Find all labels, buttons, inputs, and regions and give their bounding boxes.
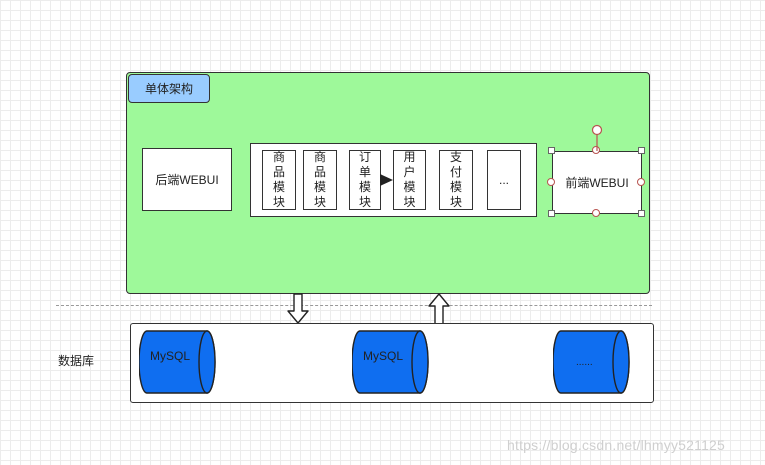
resize-handle-sw[interactable] — [548, 210, 555, 217]
frontend-webui-label: 前端WEBUI — [565, 176, 629, 190]
monolith-title[interactable]: 单体架构 — [128, 74, 210, 103]
database-item-label: MySQL — [363, 349, 404, 363]
connection-point-left[interactable] — [547, 178, 555, 186]
module-product-2[interactable]: 商 品 模 块 — [303, 150, 337, 210]
module-label: ... — [498, 173, 509, 187]
resize-handle-ne[interactable] — [638, 147, 645, 154]
database-cylinder-icon[interactable] — [139, 329, 217, 395]
connection-point-bottom[interactable] — [592, 209, 600, 217]
connection-point-top[interactable] — [592, 146, 600, 154]
module-user[interactable]: 用 户 模 块 — [393, 150, 426, 210]
module-more[interactable]: ... — [487, 150, 521, 210]
database-cylinder-icon[interactable] — [352, 329, 430, 395]
connection-point-right[interactable] — [637, 178, 645, 186]
monolith-title-text: 单体架构 — [144, 82, 193, 96]
arrow-up-icon — [428, 293, 450, 325]
arrow-right-icon — [380, 174, 393, 186]
module-order[interactable]: 订 单 模 块 — [349, 150, 381, 210]
module-label: 商 品 模 块 — [272, 150, 285, 209]
module-label: 商 品 模 块 — [313, 150, 326, 209]
watermark: https://blog.csdn.net/lhmyy521125 — [507, 437, 726, 453]
rotate-handle-icon[interactable] — [588, 124, 606, 152]
backend-webui-box[interactable]: 后端WEBUI — [142, 148, 232, 211]
module-label: 订 单 模 块 — [358, 150, 371, 209]
backend-webui-label: 后端WEBUI — [155, 173, 219, 187]
database-cylinder-icon[interactable] — [553, 329, 631, 395]
separator-line — [56, 305, 652, 306]
module-label: 支 付 模 块 — [449, 150, 462, 209]
module-product-1[interactable]: 商 品 模 块 — [262, 150, 296, 210]
frontend-webui-box[interactable]: 前端WEBUI — [552, 151, 642, 214]
database-label: 数据库 — [58, 354, 95, 368]
resize-handle-nw[interactable] — [548, 147, 555, 154]
database-item-label: MySQL — [150, 349, 191, 363]
module-label: 用 户 模 块 — [403, 150, 416, 209]
resize-handle-se[interactable] — [638, 210, 645, 217]
database-item-label: ...... — [576, 357, 593, 368]
arrow-down-icon — [287, 293, 309, 324]
module-payment[interactable]: 支 付 模 块 — [439, 150, 473, 210]
